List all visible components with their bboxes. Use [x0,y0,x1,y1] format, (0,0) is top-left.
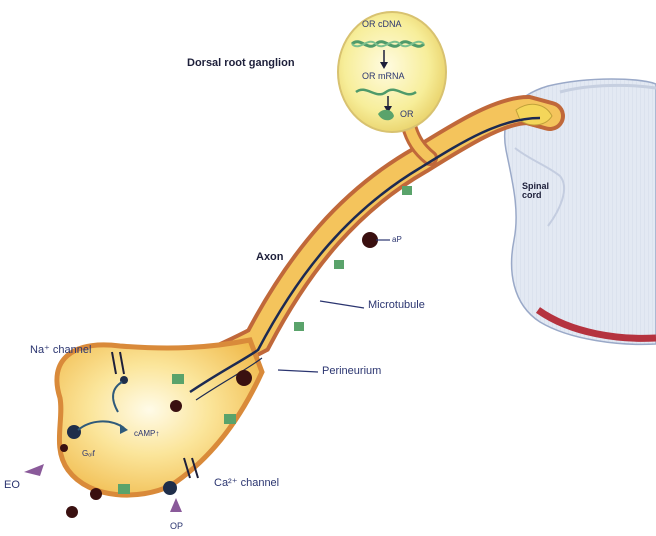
spinal-cord-label: Spinal cord [522,182,562,200]
eo-label: EO [4,480,20,491]
na-channel-label: Na⁺ channel [30,345,91,356]
op-arrow [170,498,182,512]
camp-label: cAMP↑ [134,430,159,438]
perineurium-label: Perineurium [322,366,381,377]
or-mrna-label: OR mRNA [362,72,405,81]
golf-label: Gₒₗf [82,450,95,458]
ap-label: aP [392,236,402,244]
eo-arrow [24,464,44,476]
ca-channel-label: Ca²⁺ channel [214,478,279,489]
or-cdna-label: OR cDNA [362,20,402,29]
axon-label: Axon [256,252,284,263]
op-label: OP [170,522,183,531]
or-label: OR [400,110,414,119]
dorsal-root-ganglion-label: Dorsal root ganglion [187,58,295,69]
microtubule-label: Microtubule [368,300,425,311]
